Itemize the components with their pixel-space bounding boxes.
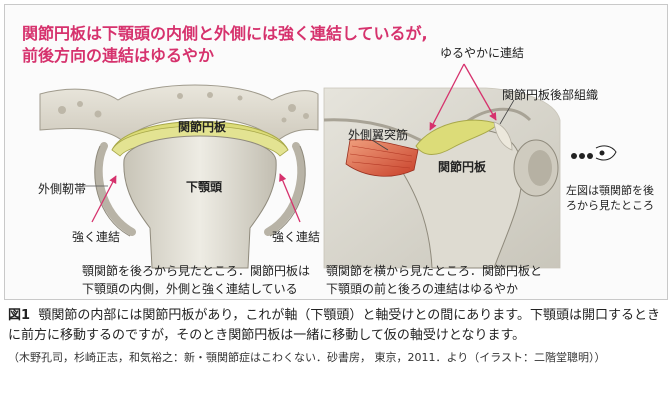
loose-link-label: ゆるやかに連結 [440, 46, 525, 60]
figure-credit: （木野孔司，杉崎正志，和気裕之：新・顎関節症はこわくない．砂書房， 東京，201… [8, 351, 606, 364]
right-caption-line2: 下顎頭の前と後ろの連結はゆるやか [326, 282, 519, 296]
left-disc-label: 関節円板 [178, 120, 227, 134]
left-strong-link-label: 強く連結 [72, 230, 121, 244]
lateral-ligament-label: 外側靭帯 [38, 182, 87, 196]
left-caption-line2: 下顎頭の内側，外側と強く連結している [82, 282, 298, 296]
left-caption-line1: 顎関節を後ろから見たところ．関節円板は [82, 264, 311, 278]
posterior-tissue-label: 関節円板後部組織 [502, 88, 599, 102]
right-strong-link-label: 強く連結 [272, 230, 321, 244]
right-caption-line1: 顎関節を横から見たところ．関節円板と [326, 264, 543, 278]
view-note-line1: 左図は顎関節を後 [566, 184, 654, 197]
eye-icon [571, 145, 617, 161]
right-illustration [323, 63, 617, 269]
lateral-pterygoid-label: 外側翼突筋 [348, 128, 409, 142]
left-illustration [39, 84, 319, 269]
right-disc-label: 関節円板 [438, 160, 487, 174]
figure-caption: 図1 顎関節の内部には関節円板があり，これが軸（下顎頭）と軸受けとの間にあります… [8, 306, 664, 346]
left-condyle-label: 下顎頭 [186, 180, 223, 194]
figure-label: 図1 [8, 308, 31, 323]
figure-title-line1: 関節円板は下顎頭の内側と外側には強く連結しているが, [22, 24, 428, 43]
figure-title-line2: 前後方向の連結はゆるやか [22, 46, 215, 65]
view-note-line2: ろから見たところ [566, 199, 654, 212]
figure-caption-text: 顎関節の内部には関節円板があり，これが軸（下顎頭）と軸受けとの間にあります。下顎… [8, 308, 660, 343]
